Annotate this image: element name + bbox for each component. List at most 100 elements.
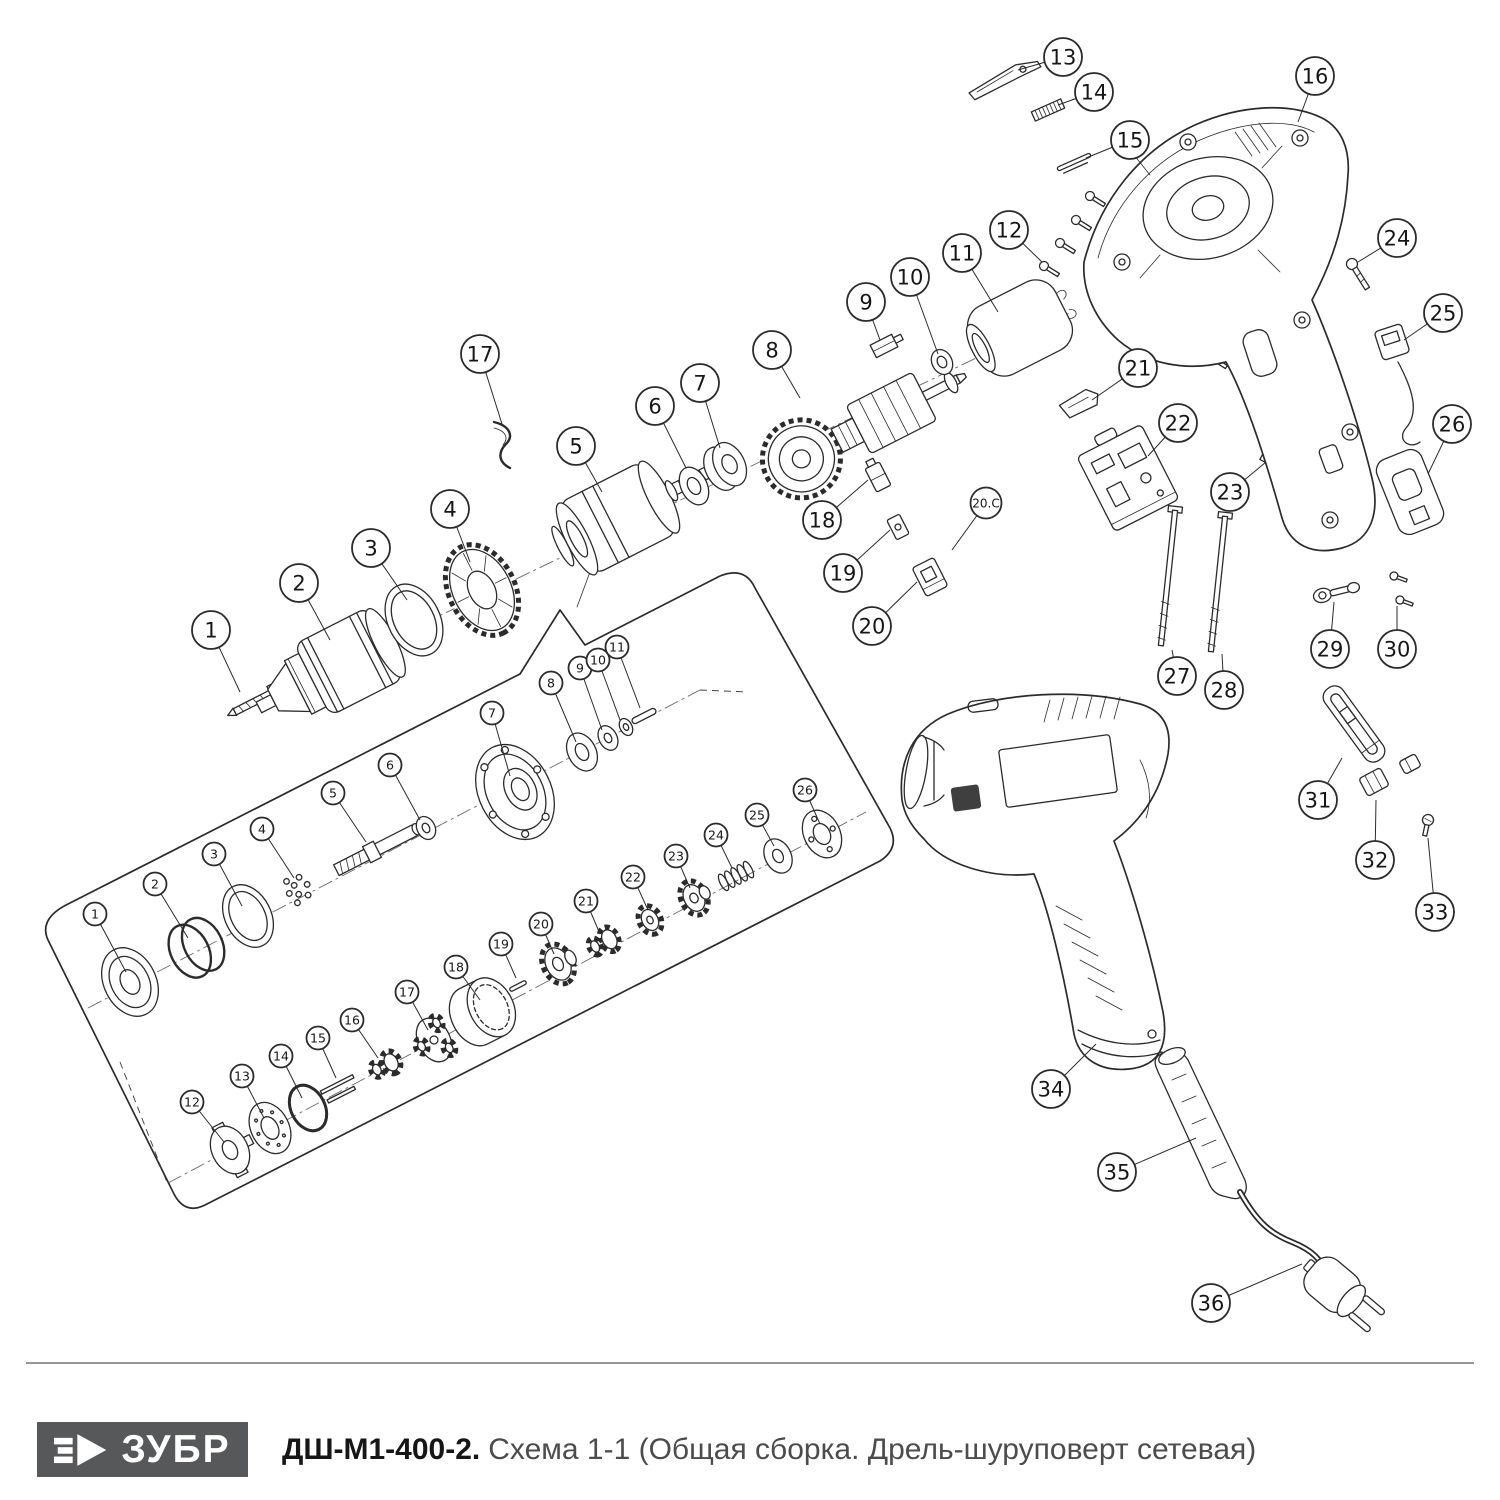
inset-callouts-16: 16 xyxy=(339,1007,379,1059)
housing-outline xyxy=(1083,106,1376,552)
part-24-screw xyxy=(1345,257,1371,291)
part-26-bracket xyxy=(1375,448,1445,536)
inset-callouts-17: 17 xyxy=(394,979,429,1031)
part-29-link xyxy=(1312,581,1361,604)
svg-text:6: 6 xyxy=(648,395,661,419)
inset-callouts-21: 21 xyxy=(573,888,601,935)
inset-part-4-balls xyxy=(283,873,312,907)
main-callouts-16: 16 xyxy=(1295,56,1335,123)
drill-handle-vents xyxy=(1055,905,1123,1011)
part-31-clip xyxy=(1322,685,1386,763)
svg-text:24: 24 xyxy=(708,828,724,843)
inset-part-3-ring xyxy=(221,884,275,948)
main-callouts-34: 34 xyxy=(1031,1043,1097,1109)
part-3-ring xyxy=(384,583,444,657)
footer: ЗУБР ДШ-М1-400-2.Схема 1-1 (Общая сборка… xyxy=(0,1362,1500,1477)
inset-part-11-pin xyxy=(631,707,657,725)
svg-text:10: 10 xyxy=(590,653,606,668)
main-callouts-21: 21 xyxy=(1091,348,1158,401)
main-callouts-35: 35 xyxy=(1097,1137,1197,1192)
inset-callouts-2: 2 xyxy=(142,871,189,939)
svg-text:23: 23 xyxy=(668,849,684,864)
inset-part-15-pins xyxy=(319,1074,357,1104)
svg-text:28: 28 xyxy=(1211,679,1238,703)
svg-text:5: 5 xyxy=(329,786,337,801)
inset-callouts-19: 19 xyxy=(488,931,517,979)
inset-box-outline xyxy=(44,572,895,1209)
part-8-rotor xyxy=(759,371,967,501)
part-32-clips xyxy=(1359,754,1421,797)
assembled-drill xyxy=(900,693,1170,1071)
svg-text:5: 5 xyxy=(569,435,582,459)
cord-guard xyxy=(1154,1050,1247,1200)
svg-text:21: 21 xyxy=(578,894,594,909)
main-callouts-26: 26 xyxy=(1427,404,1472,475)
housing-screw-bosses xyxy=(1113,129,1359,529)
inset-callouts-22: 22 xyxy=(620,864,649,911)
part-25-connector xyxy=(1374,323,1410,361)
svg-text:16: 16 xyxy=(344,1013,360,1028)
svg-text:20: 20 xyxy=(533,917,549,932)
svg-text:8: 8 xyxy=(547,676,555,691)
svg-text:4: 4 xyxy=(443,498,456,522)
inset-callouts-3: 3 xyxy=(201,841,243,907)
svg-text:7: 7 xyxy=(693,372,706,396)
part-11-stator xyxy=(965,279,1077,377)
svg-text:36: 36 xyxy=(1198,1292,1225,1316)
power-plug xyxy=(1303,1256,1386,1333)
svg-text:2: 2 xyxy=(151,877,159,892)
part-27-long-screw xyxy=(1157,505,1184,647)
main-callouts-25: 25 xyxy=(1403,293,1463,341)
zubr-logo-text: ЗУБР xyxy=(121,1428,231,1471)
part-19-contact xyxy=(886,514,910,540)
svg-text:9: 9 xyxy=(576,661,584,676)
special-callout: 20.C xyxy=(951,486,1003,551)
main-callouts-14: 14 xyxy=(1057,72,1114,112)
svg-text:9: 9 xyxy=(859,291,872,315)
part-25-wire xyxy=(1397,361,1421,446)
inset-part-21-gears xyxy=(585,924,622,958)
part-20-terminal-block xyxy=(912,557,948,597)
main-callouts-10: 10 xyxy=(890,257,939,355)
main-callouts-20: 20 xyxy=(852,581,918,646)
svg-text:21: 21 xyxy=(1125,357,1152,381)
inset-part-26-bearing-plate xyxy=(801,809,843,859)
inset-part-13-knurled-disc xyxy=(248,1101,292,1155)
special-callout-20.C: 20.C xyxy=(951,486,1003,551)
main-callouts-24: 24 xyxy=(1357,218,1417,263)
inset-callouts-7: 7 xyxy=(479,700,511,777)
inset-part-2-orings xyxy=(167,916,226,979)
inset-box xyxy=(44,544,895,1209)
main-callouts: 1234567891011121314151617181920212223242… xyxy=(191,37,1472,1323)
main-callouts-23: 23 xyxy=(1210,461,1267,512)
inset-callouts-11: 11 xyxy=(604,634,641,709)
main-callouts-3: 3 xyxy=(351,528,408,601)
main-callouts-12: 12 xyxy=(989,210,1043,263)
inset-part-18-ring-gear xyxy=(448,977,517,1047)
svg-text:17: 17 xyxy=(467,343,494,367)
main-callouts-22: 22 xyxy=(1147,403,1198,457)
svg-text:1: 1 xyxy=(204,619,217,643)
part-21-lever xyxy=(1058,388,1099,419)
main-callouts-28: 28 xyxy=(1204,653,1244,710)
svg-text:26: 26 xyxy=(797,783,813,798)
svg-text:22: 22 xyxy=(1165,412,1192,436)
inset-callouts-5: 5 xyxy=(320,780,367,843)
part-18-contact xyxy=(865,457,891,493)
footer-divider xyxy=(26,1362,1474,1364)
zubr-arrow-icon xyxy=(54,1433,107,1466)
svg-text:29: 29 xyxy=(1317,638,1344,662)
inset-callouts-6: 6 xyxy=(377,752,421,821)
inset-callouts-15: 15 xyxy=(305,1025,337,1079)
drill-brand-badge xyxy=(950,784,982,812)
svg-text:11: 11 xyxy=(949,242,976,266)
inset-callouts-12: 12 xyxy=(179,1089,225,1143)
svg-text:13: 13 xyxy=(1050,46,1077,70)
svg-text:15: 15 xyxy=(310,1031,326,1046)
part-14-spring xyxy=(1030,98,1066,122)
svg-text:12: 12 xyxy=(184,1095,200,1110)
part-9-brush xyxy=(869,333,904,359)
svg-text:14: 14 xyxy=(1081,81,1108,105)
main-callouts-33: 33 xyxy=(1415,837,1455,932)
inset-part-7-gear-housing xyxy=(475,743,555,841)
